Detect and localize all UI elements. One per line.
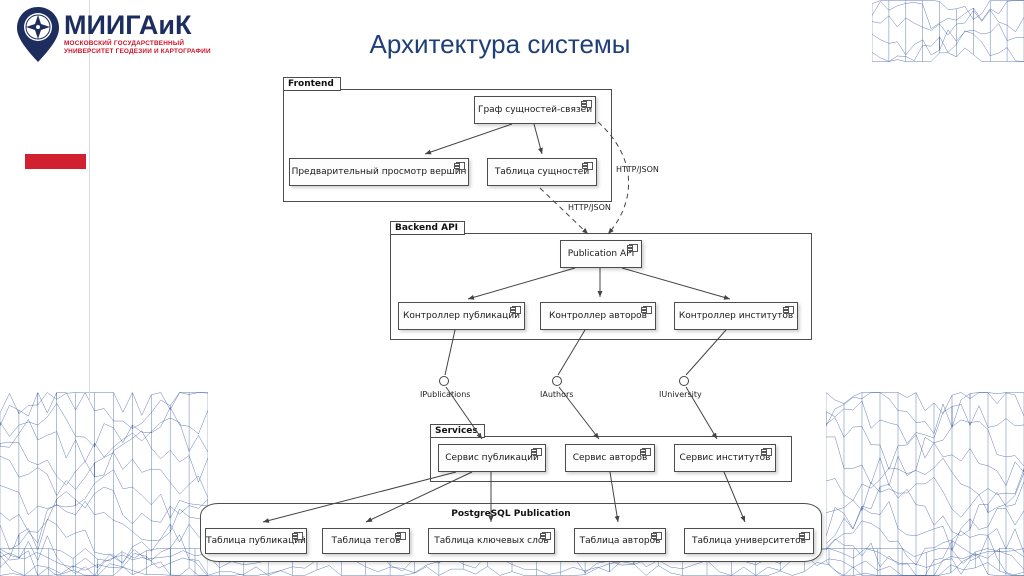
component-icon: [783, 306, 794, 314]
interface-label-iauthors: IAuthors: [540, 390, 574, 399]
database-label: PostgreSQL Publication: [451, 509, 571, 519]
interface-lollipop-iauthors: [552, 376, 562, 386]
table-label: Таблица ключевых слов: [434, 536, 549, 546]
table-authors: Таблица авторов: [574, 528, 666, 554]
component-icon: [581, 100, 592, 108]
component-label: Контроллер публикаций: [403, 311, 520, 321]
component-publication-api: Publication API: [560, 240, 642, 268]
wireframe-mesh-bottom-left: [0, 392, 208, 576]
table-label: Таблица тегов: [331, 536, 401, 546]
component-icon: [531, 448, 542, 456]
wireframe-mesh-top-right: [872, 0, 1024, 62]
component-label: Предварительный просмотр вершин: [291, 167, 467, 177]
component-controller-publications: Контроллер публикаций: [398, 302, 525, 330]
miigaik-logo-pin-icon: [17, 7, 59, 62]
package-frontend-tab: Frontend: [283, 77, 341, 91]
table-label: Таблица авторов: [579, 536, 661, 546]
component-service-authors: Сервис авторов: [565, 444, 655, 472]
component-icon: [641, 306, 652, 314]
component-service-institutes: Сервис институтов: [674, 444, 776, 472]
component-controller-institutes: Контроллер институтов: [674, 302, 798, 330]
interface-label-iuniversity: IUniversity: [659, 390, 702, 399]
component-label: Таблица сущностей: [494, 167, 590, 177]
miigaik-logo-text: МИИГАиК МОСКОВСКИЙ ГОСУДАРСТВЕННЫЙ УНИВЕ…: [64, 10, 214, 56]
component-label: Сервис авторов: [572, 453, 648, 463]
component-label: Сервис публикаций: [445, 453, 539, 463]
table-tags: Таблица тегов: [322, 528, 410, 554]
component-controller-authors: Контроллер авторов: [540, 302, 656, 330]
logo-subtitle-line2: УНИВЕРСИТЕТ ГЕОДЕЗИИ И КАРТОГРАФИИ: [64, 48, 211, 55]
component-icon: [540, 532, 551, 540]
component-icon: [292, 532, 303, 540]
table-universities: Таблица университетов: [684, 528, 814, 554]
slide-title: Архитектура системы: [369, 29, 631, 59]
logo-subtitle-line1: МОСКОВСКИЙ ГОСУДАРСТВЕННЫЙ: [64, 40, 185, 47]
edge-label-http-json-right: HTTP/JSON: [616, 165, 659, 174]
component-vertex-preview: Предварительный просмотр вершин: [289, 158, 469, 186]
component-entity-table: Таблица сущностей: [487, 158, 597, 186]
package-backend-api-tab: Backend API: [390, 221, 466, 235]
interface-label-ipublications: IPublications: [420, 390, 471, 399]
table-label: Таблица публикаций: [206, 536, 306, 546]
table-keywords: Таблица ключевых слов: [428, 528, 555, 554]
component-icon: [799, 532, 810, 540]
component-icon: [640, 448, 651, 456]
interface-lollipop-iuniversity: [679, 376, 689, 386]
component-label: Сервис институтов: [679, 453, 771, 463]
component-icon: [627, 244, 638, 252]
logo-acronym: МИИГАиК: [64, 10, 192, 40]
interface-lollipop-ipublications: [439, 376, 449, 386]
component-icon: [454, 162, 465, 170]
component-label: Контроллер институтов: [678, 311, 794, 321]
edge-label-http-json-left: HTTP/JSON: [568, 203, 611, 212]
red-accent-bar: [25, 154, 86, 169]
component-entity-graph: Граф сущностей-связей: [474, 96, 596, 124]
component-icon: [510, 306, 521, 314]
component-icon: [395, 532, 406, 540]
component-label: Publication API: [567, 249, 635, 259]
component-icon: [651, 532, 662, 540]
component-label: Контроллер авторов: [549, 311, 647, 321]
component-service-publications: Сервис публикаций: [438, 444, 546, 472]
component-icon: [761, 448, 772, 456]
table-label: Таблица университетов: [692, 536, 806, 546]
component-icon: [582, 162, 593, 170]
package-services-tab: Services: [430, 424, 485, 438]
table-publications: Таблица публикаций: [205, 528, 307, 554]
header-divider: [89, 0, 90, 402]
component-label: Граф сущностей-связей: [477, 105, 593, 115]
